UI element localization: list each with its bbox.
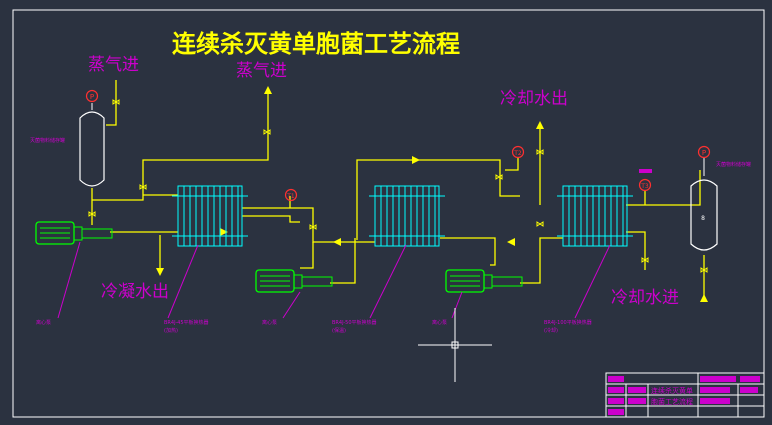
note-pump1: 离心泵 [36, 319, 51, 326]
label-steam-in-mid: 蒸气进 [236, 61, 287, 81]
temperature-indicator-t2: T2 [511, 145, 525, 159]
label-steam-in-left: 蒸气进 [88, 55, 139, 75]
label-condensate-out: 冷凝水出 [101, 282, 169, 302]
t3-tag: T3 [640, 183, 649, 190]
note-pump3: 离心泵 [432, 319, 447, 326]
flow-arrows [156, 86, 708, 302]
left-storage-tank [79, 103, 105, 187]
title-block-line2: 胞菌工艺流程 [651, 397, 693, 406]
right-pressure-tag: P [702, 149, 706, 157]
label-cooling-water-out: 冷却水出 [500, 89, 568, 109]
note-left-tank: 灭菌物料储存罐 [30, 137, 65, 144]
right-vessel-number: 8 [701, 215, 705, 222]
heat-exchanger-2 [369, 185, 445, 247]
note-hx3-sub: (冷却) [544, 327, 558, 334]
drawing-frame [12, 9, 765, 418]
temperature-indicator-t3: T3 [638, 169, 652, 192]
note-hx1: BR4J-45平板换热器 [164, 319, 209, 326]
note-hx2-sub: (保温) [332, 327, 346, 334]
title-block-line1: 连续杀灭黄单 [651, 386, 693, 395]
note-hx2: BR4J-50平板换热器 [332, 319, 377, 326]
label-cooling-water-in: 冷却水进 [611, 288, 679, 308]
cad-crosshair-cursor[interactable] [418, 308, 492, 382]
t1-tag: T1 [286, 193, 295, 200]
right-storage-tank: 8 [690, 158, 718, 251]
valves [88, 99, 708, 273]
note-right-tank: 灭菌物料储存罐 [716, 161, 751, 168]
note-pump2: 离心泵 [262, 319, 277, 326]
left-pressure-gauge: P [85, 89, 99, 103]
note-hx3: BR4J-100平板换热器 [544, 319, 592, 326]
pipe-network [91, 80, 705, 300]
diagram-title: 连续杀灭黄单胞菌工艺流程 [172, 30, 460, 58]
pump-1 [35, 221, 113, 245]
heat-exchanger-1 [172, 185, 248, 247]
note-hx1-sub: (加热) [164, 327, 178, 334]
t2-tag: T2 [513, 150, 522, 157]
temperature-indicator-t1: T1 [284, 188, 298, 202]
pump-3 [445, 269, 523, 293]
left-pressure-tag: P [90, 93, 94, 101]
heat-exchanger-3 [557, 185, 633, 247]
title-block: 连续杀灭黄单 胞菌工艺流程 [605, 372, 765, 418]
leader-lines [57, 241, 611, 319]
right-pressure-gauge: P [697, 145, 711, 159]
pump-2 [255, 269, 333, 293]
